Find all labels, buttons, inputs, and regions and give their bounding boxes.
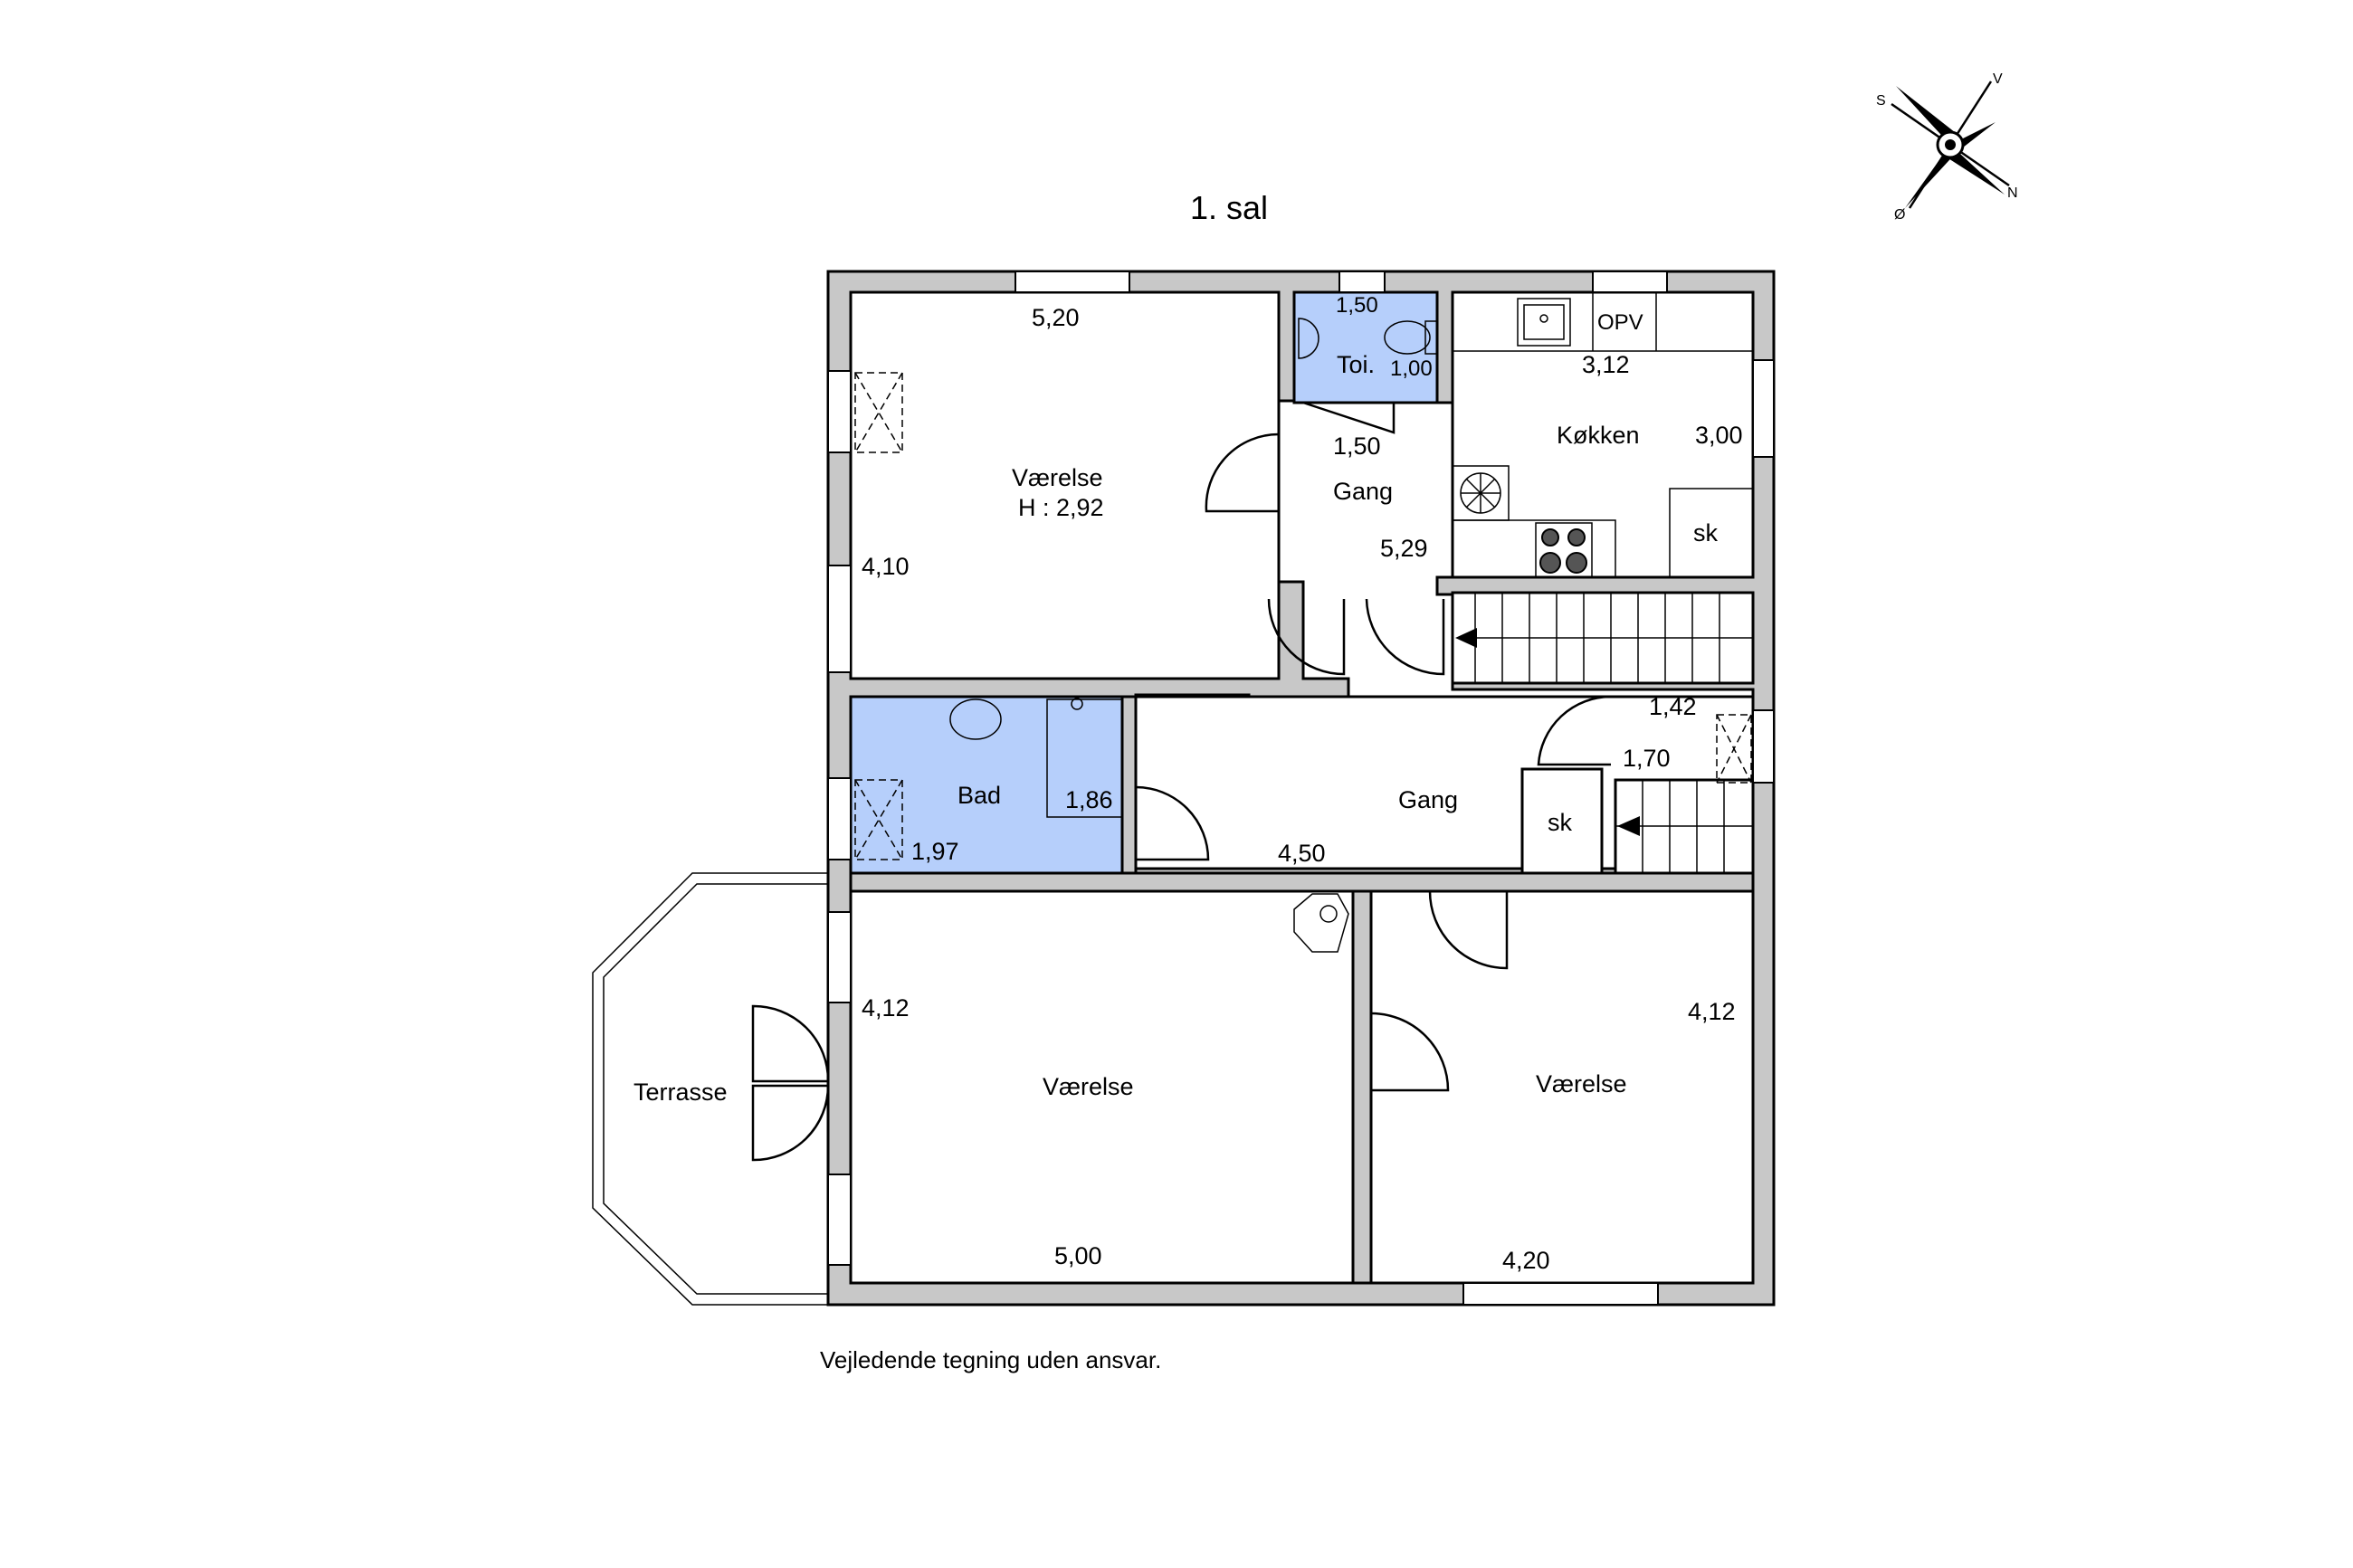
window-sw-left-2 (827, 1174, 852, 1266)
room-vaerelse-nw (849, 290, 1281, 680)
kitchen-counter-top (1452, 291, 1754, 352)
dim-vaerelse-se-width: 4,20 (1502, 1247, 1550, 1274)
window-bad-left (827, 777, 852, 860)
dim-toilet-width: 1,50 (1336, 293, 1378, 318)
window-toilet-top (1338, 271, 1386, 293)
floor-title: 1. sal (1190, 189, 1268, 226)
door-gang-1 (1267, 598, 1346, 676)
skylights (854, 372, 1752, 860)
room-name-toilet: Toi. (1337, 351, 1375, 378)
room-name-vaerelse-se: Værelse (1536, 1070, 1627, 1098)
window-nw-top (1015, 271, 1130, 293)
dim-bad-width: 1,86 (1065, 786, 1113, 813)
compass-rose (1891, 81, 2010, 209)
window-nw-left-2 (827, 565, 852, 673)
hall-cabinet-label: sk (1548, 809, 1573, 836)
dim-vaerelse-sw-width: 5,00 (1054, 1242, 1102, 1269)
compass-needle-3 (1941, 145, 2005, 195)
door-vaerelse-se-top (1428, 890, 1509, 970)
window-se-bottom (1462, 1282, 1659, 1306)
terrace-inner (603, 883, 829, 1295)
door-bad (1135, 785, 1210, 861)
room-name-gang-upper: Gang (1333, 478, 1393, 505)
appliance-opv: OPV (1597, 310, 1643, 335)
kitchen-counter-low (1452, 519, 1616, 578)
compass-label-east: Ø (1894, 207, 1905, 223)
stair-arrow-upper (1455, 628, 1477, 648)
windows (827, 271, 1775, 1306)
door-gang-2 (1365, 598, 1445, 676)
door-toilet (1302, 401, 1396, 434)
room-kitchen (1451, 290, 1755, 579)
disclaimer: Vejledende tegning uden ansvar. (820, 1346, 1161, 1373)
room-height-vaerelse-nw: H : 2,92 (1018, 494, 1104, 521)
room-name-vaerelse-sw: Værelse (1043, 1073, 1134, 1100)
kitchen-cabinet (1669, 488, 1754, 578)
dim-vaerelse-se-depth: 4,12 (1688, 998, 1736, 1025)
compass-needle-2 (1896, 86, 1959, 145)
room-name-bad: Bad (957, 782, 1001, 809)
door-vaerelse-nw (1205, 432, 1280, 513)
compass-label-west: V (1993, 71, 2003, 87)
room-name-terrace: Terrasse (634, 1079, 728, 1106)
compass-label-north: N (2007, 185, 2018, 201)
dim-gang-upper-width: 1,50 (1333, 432, 1381, 460)
window-nw-left-1 (827, 370, 852, 453)
dim-vaerelse-nw-width: 5,20 (1032, 304, 1080, 331)
dim-vaerelse-sw-depth: 4,12 (862, 994, 910, 1022)
stair-arrow-lower (1617, 816, 1640, 836)
room-bad (849, 695, 1124, 875)
terrace (592, 872, 829, 1306)
dim-toilet-depth: 1,00 (1390, 356, 1433, 381)
stairs (1455, 593, 1753, 873)
room-vaerelse-sw (849, 889, 1355, 1285)
interior-wall-sw-se (1351, 889, 1373, 1285)
interior-wall-bad-hall (1120, 695, 1138, 875)
sink (1517, 298, 1571, 347)
dim-kitchen-width: 3,12 (1582, 351, 1630, 378)
dim-gang-lower-width: 4,50 (1278, 840, 1326, 867)
kitchen-fixtures (1452, 291, 1754, 578)
room-vaerelse-se (1369, 889, 1755, 1285)
window-hall-right (1752, 709, 1775, 784)
dim-vaerelse-nw-depth: 4,10 (862, 553, 910, 580)
doors (751, 401, 1612, 1162)
dim-bad-depth: 1,97 (911, 838, 959, 865)
toilet-bowl (1384, 320, 1431, 355)
window-kitchen-right (1752, 359, 1775, 458)
room-name-gang-lower: Gang (1398, 786, 1458, 813)
dim-stair-depth: 1,70 (1623, 745, 1671, 772)
bad-basin (949, 698, 1002, 740)
cabinet-hall (1520, 767, 1604, 875)
door-vaerelse-se (1370, 1012, 1450, 1092)
door-stair (1537, 695, 1612, 766)
toilet-basin (1298, 318, 1319, 359)
dim-kitchen-depth: 3,00 (1695, 422, 1743, 449)
window-kitchen-top (1592, 271, 1668, 293)
labels: S V N Ø 1. sal Vejledende tegning uden a… (634, 71, 2018, 1373)
room-name-kitchen: Køkken (1557, 422, 1640, 449)
skylight-nw (854, 372, 903, 453)
chimney (1293, 893, 1349, 953)
compass-label-south: S (1876, 93, 1886, 109)
dim-gang-upper-depth: 5,29 (1380, 535, 1428, 562)
kitchen-cabinet-label: sk (1693, 519, 1719, 546)
skylight-hall (1716, 714, 1752, 784)
window-sw-left-1 (827, 911, 852, 1003)
door-terrace-1 (751, 1004, 830, 1083)
skylight-bad (854, 779, 903, 860)
interior-wall-row (849, 871, 1755, 893)
stove (1535, 522, 1593, 578)
room-name-vaerelse-nw: Værelse (1012, 464, 1103, 491)
extractor (1452, 465, 1510, 521)
dim-stair-width: 1,42 (1649, 693, 1697, 720)
door-terrace-2 (751, 1084, 830, 1162)
